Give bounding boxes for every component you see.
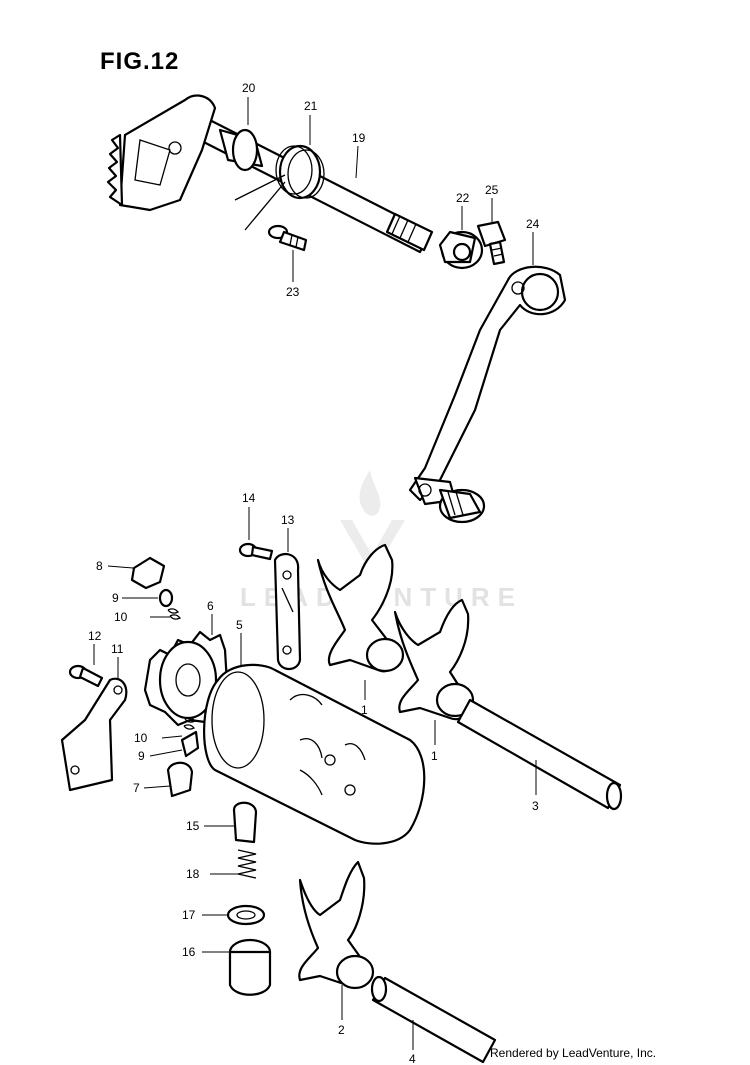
callout-3: 3 <box>532 799 539 813</box>
callout-10: 10 <box>114 610 128 624</box>
callout-1-lower: 1 <box>431 749 438 763</box>
callout-9: 9 <box>112 591 119 605</box>
cam-stopper-plate-13 <box>273 552 302 671</box>
shift-fork-1-upper <box>316 543 405 673</box>
shaft-bolt-23 <box>267 224 308 252</box>
callout-21: 21 <box>304 99 318 113</box>
spring-10 <box>167 608 182 620</box>
callout-11: 11 <box>111 642 124 656</box>
callout-labels: 20 21 19 22 25 24 23 14 13 8 9 10 6 5 12… <box>88 81 540 1065</box>
shift-fork-1-lower <box>393 598 475 721</box>
shift-fork-2 <box>298 860 375 990</box>
callout-7: 7 <box>133 781 140 795</box>
detent-spring-18 <box>237 849 257 879</box>
figure-title: FIG.12 <box>100 48 180 75</box>
cam-pin-8 <box>130 556 166 590</box>
callout-9-lower: 9 <box>138 749 145 763</box>
callout-6: 6 <box>207 599 214 613</box>
callout-4: 4 <box>409 1052 416 1065</box>
pin-9 <box>158 588 174 608</box>
fork-shaft-4 <box>370 975 497 1064</box>
pedal-bolt-25 <box>476 220 507 266</box>
callout-10-lower: 10 <box>134 731 148 745</box>
bolt-12 <box>68 664 104 688</box>
callout-18: 18 <box>186 867 200 881</box>
plug-16 <box>228 938 272 996</box>
footer-credit: Rendered by LeadVenture, Inc. <box>490 1046 657 1060</box>
callout-19: 19 <box>352 131 366 145</box>
cam-plate-screw-14 <box>238 542 274 561</box>
pawl-7 <box>166 761 194 798</box>
gear-shift-cam-5 <box>203 663 426 845</box>
callout-12: 12 <box>88 629 102 643</box>
callout-20: 20 <box>242 81 256 95</box>
detent-plunger-15 <box>232 801 258 844</box>
callout-23: 23 <box>286 285 300 299</box>
callout-13: 13 <box>281 513 295 527</box>
return-spring <box>234 144 325 231</box>
washer-17 <box>226 904 266 926</box>
callout-25: 25 <box>485 183 499 197</box>
callout-1-upper: 1 <box>361 703 368 717</box>
pin-9-lower <box>180 730 200 758</box>
callout-8: 8 <box>96 559 103 573</box>
callout-22: 22 <box>456 191 470 205</box>
leader-lines <box>93 97 537 1050</box>
callout-16: 16 <box>182 945 196 959</box>
callout-24: 24 <box>526 217 540 231</box>
callout-14: 14 <box>242 491 256 505</box>
callout-2: 2 <box>338 1023 345 1037</box>
gear-shift-pedal <box>408 265 567 524</box>
oil-seal-22 <box>438 230 484 270</box>
callout-5: 5 <box>236 618 243 632</box>
spring-10-lower <box>183 717 197 730</box>
stopper-11 <box>60 677 128 792</box>
fork-shaft-3 <box>456 698 623 811</box>
callout-17: 17 <box>182 908 196 922</box>
callout-15: 15 <box>186 819 200 833</box>
